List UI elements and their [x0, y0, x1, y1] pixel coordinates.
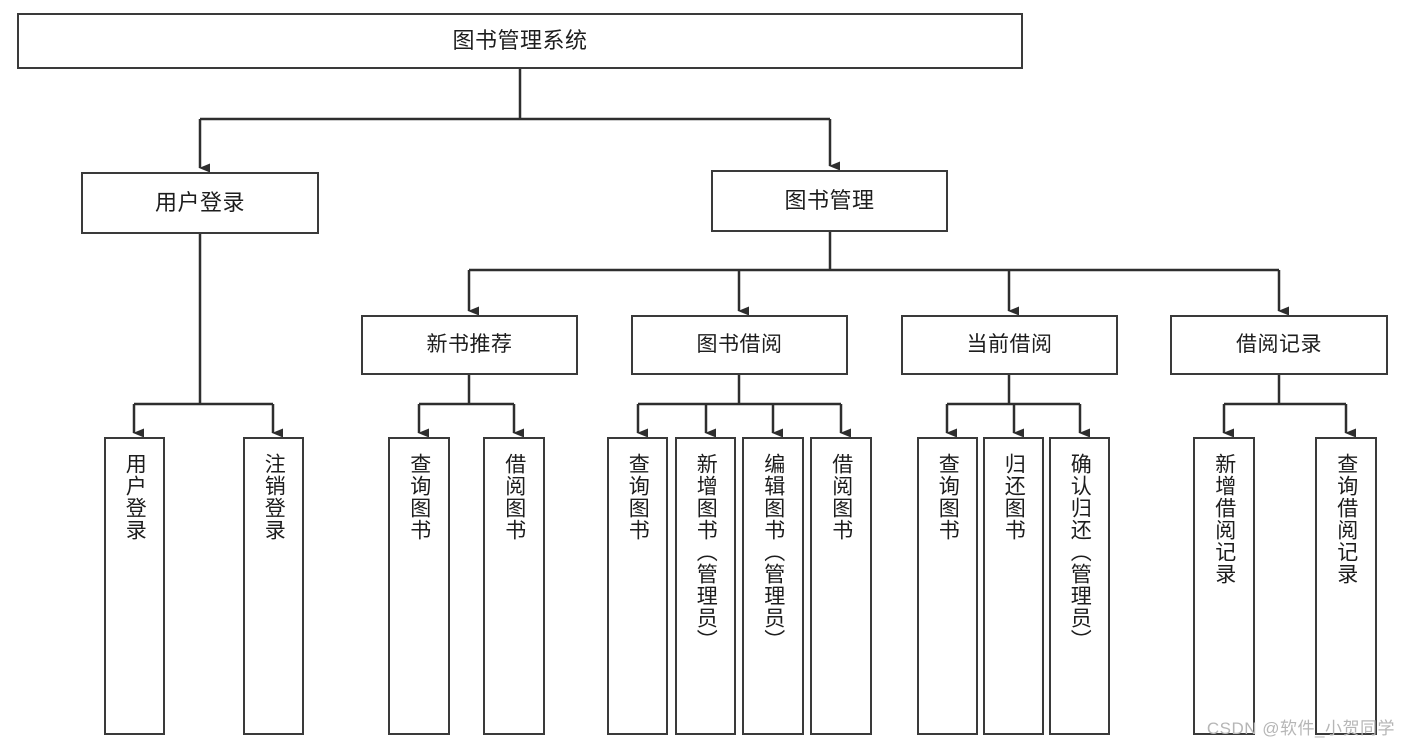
node-borrow-record-label: 借阅记录 — [1236, 333, 1322, 357]
node-leaf-query-book-1-label: 查询图书 — [407, 453, 431, 541]
node-leaf-query-book-3-label: 查询图书 — [936, 453, 960, 541]
node-new-book-recommend-label: 新书推荐 — [426, 333, 513, 357]
node-leaf-query-book-3[interactable]: 查询图书 — [917, 437, 978, 735]
node-leaf-logout[interactable]: 注销登录 — [243, 437, 304, 735]
node-book-borrow-label: 图书借阅 — [696, 333, 783, 357]
node-book-manage[interactable]: 图书管理 — [711, 170, 948, 232]
node-leaf-borrow-book-1[interactable]: 借阅图书 — [483, 437, 545, 735]
node-root[interactable]: 图书管理系统 — [17, 13, 1023, 69]
node-user-login[interactable]: 用户登录 — [81, 172, 319, 234]
node-leaf-add-book-label: 新增图书（管理员） — [694, 453, 718, 651]
csdn-watermark: CSDN @软件_小贺同学 — [1206, 719, 1395, 738]
node-book-borrow[interactable]: 图书借阅 — [631, 315, 848, 375]
node-leaf-borrow-book-2[interactable]: 借阅图书 — [810, 437, 872, 735]
node-leaf-borrow-book-2-label: 借阅图书 — [829, 453, 853, 541]
node-leaf-return-book[interactable]: 归还图书 — [983, 437, 1044, 735]
node-leaf-query-book-1[interactable]: 查询图书 — [388, 437, 450, 735]
node-leaf-query-book-2-label: 查询图书 — [626, 453, 650, 541]
node-leaf-edit-book-label: 编辑图书（管理员） — [761, 453, 785, 651]
node-borrow-record[interactable]: 借阅记录 — [1170, 315, 1388, 375]
node-leaf-borrow-book-1-label: 借阅图书 — [502, 453, 526, 541]
node-user-login-label: 用户登录 — [154, 189, 245, 215]
node-leaf-user-login-label: 用户登录 — [123, 453, 147, 541]
node-leaf-query-record-label: 查询借阅记录 — [1334, 453, 1358, 585]
node-leaf-user-login[interactable]: 用户登录 — [104, 437, 165, 735]
node-leaf-add-book[interactable]: 新增图书（管理员） — [675, 437, 736, 735]
node-current-borrow-label: 当前借阅 — [966, 333, 1053, 357]
node-leaf-return-book-label: 归还图书 — [1002, 453, 1026, 541]
node-leaf-confirm-return[interactable]: 确认归还（管理员） — [1049, 437, 1110, 735]
node-root-label: 图书管理系统 — [452, 27, 588, 53]
node-leaf-logout-label: 注销登录 — [262, 453, 286, 541]
node-leaf-add-record-label: 新增借阅记录 — [1212, 453, 1236, 585]
node-leaf-query-record[interactable]: 查询借阅记录 — [1315, 437, 1377, 735]
node-current-borrow[interactable]: 当前借阅 — [901, 315, 1118, 375]
node-leaf-edit-book[interactable]: 编辑图书（管理员） — [742, 437, 804, 735]
node-book-manage-label: 图书管理 — [784, 187, 875, 213]
node-leaf-query-book-2[interactable]: 查询图书 — [607, 437, 668, 735]
node-new-book-recommend[interactable]: 新书推荐 — [361, 315, 578, 375]
node-leaf-add-record[interactable]: 新增借阅记录 — [1193, 437, 1255, 735]
node-leaf-confirm-return-label: 确认归还（管理员） — [1068, 453, 1092, 651]
